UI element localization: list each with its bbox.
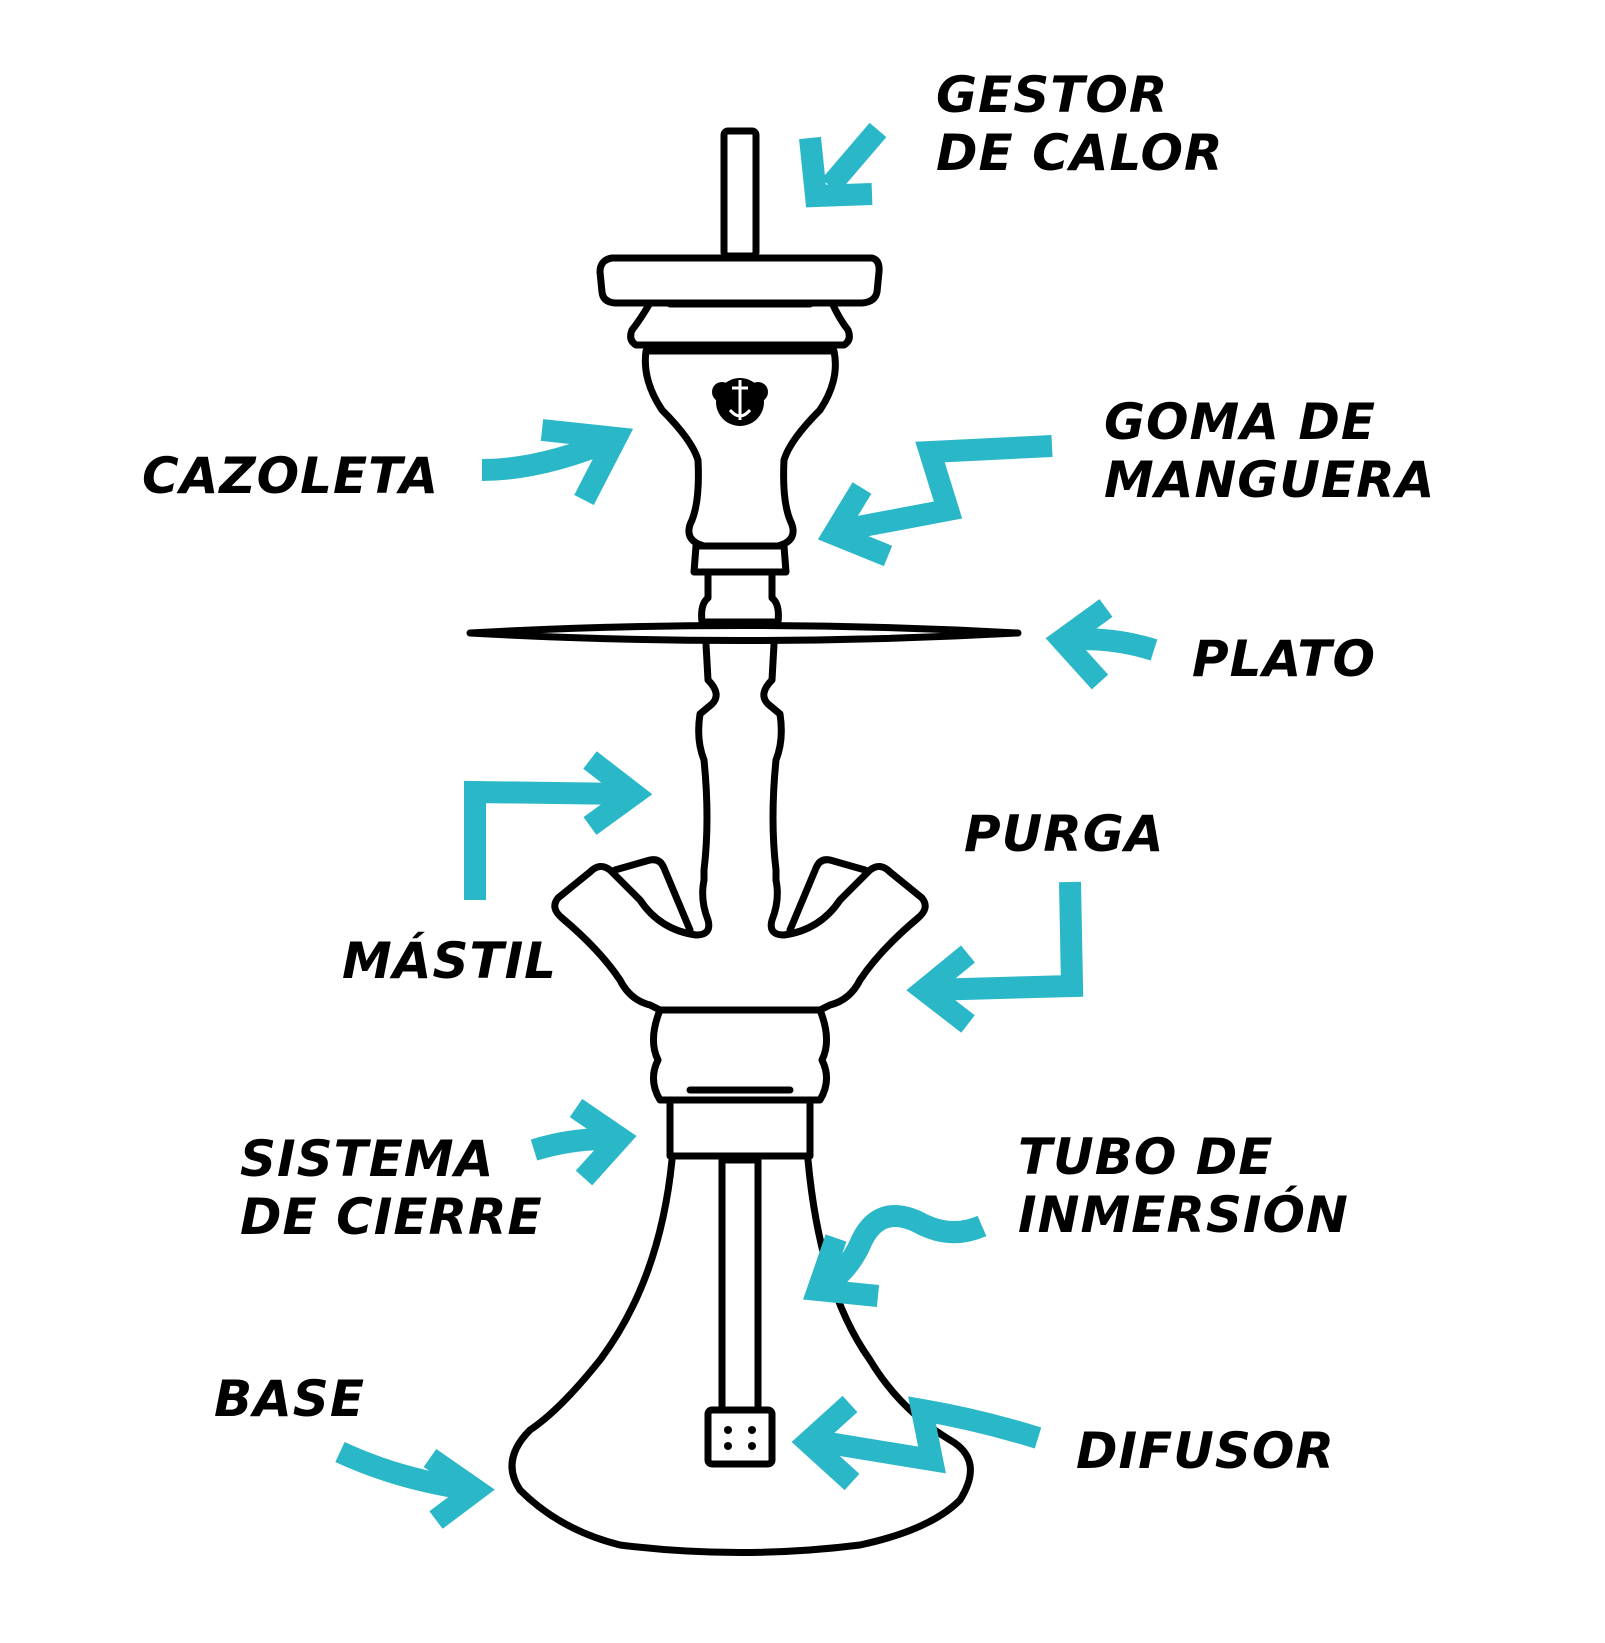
arrow-icon [817, 435, 1053, 567]
arrow-icon [906, 881, 1084, 1033]
label-line: PLATO [1192, 630, 1377, 688]
label-line: PURGA [964, 805, 1165, 863]
arrow-icon [530, 1098, 637, 1186]
heat-manager-lid [596, 254, 883, 307]
arrow-icon [799, 122, 887, 208]
heat-manager-body [627, 299, 853, 349]
tray [466, 622, 1022, 644]
label-line: MÁSTIL [342, 932, 558, 990]
label-line: DE CIERRE [240, 1188, 543, 1246]
arrow-icon [335, 1442, 495, 1529]
arrow-icon [803, 1205, 987, 1307]
arrow-icon [1045, 599, 1158, 690]
base-vase [508, 1156, 974, 1556]
bowl-grommet [690, 542, 790, 576]
stem-body-right [767, 876, 788, 939]
left-hose-port-inner [611, 856, 694, 934]
right-hose-port [780, 863, 929, 1014]
label-difusor: DIFUSOR [1076, 1422, 1335, 1480]
stem-body-left [692, 876, 713, 939]
label-purga: PURGA [964, 805, 1164, 863]
left-hose-port [551, 863, 700, 1014]
label-line: DIFUSOR [1076, 1422, 1335, 1480]
hookah-logo-icon [712, 378, 768, 426]
label-line: BASE [214, 1370, 365, 1428]
label-line: INMERSIÓN [1018, 1186, 1349, 1244]
label-line: MANGUERA [1104, 451, 1436, 509]
right-hose-port-inner [786, 856, 869, 934]
arrow-icon [464, 751, 653, 900]
label-gestor-de-calor: GESTOR DE CALOR [936, 66, 1224, 182]
label-line: TUBO DE [1018, 1128, 1274, 1186]
heat-manager-stem [720, 127, 760, 260]
diffuser [704, 1406, 776, 1468]
arrow-icon [481, 419, 634, 506]
label-mastil: MÁSTIL [342, 932, 557, 990]
label-cazoleta: CAZOLETA [142, 447, 439, 505]
label-line: CAZOLETA [142, 447, 440, 505]
label-line: DE CALOR [936, 124, 1224, 182]
label-line: GESTOR [936, 66, 1169, 124]
label-tubo-de-inmersion: TUBO DE INMERSIÓN [1018, 1128, 1349, 1244]
diffuser-holes [724, 1426, 756, 1450]
arrow-icon [791, 1395, 1042, 1491]
label-base: BASE [214, 1370, 365, 1428]
label-line: SISTEMA [240, 1130, 495, 1188]
label-goma-de-manguera: GOMA DE MANGUERA [1104, 393, 1435, 509]
downstem [718, 1156, 762, 1414]
label-line: GOMA DE [1104, 393, 1377, 451]
lower-stem-body [650, 1006, 830, 1104]
label-sistema-de-cierre: SISTEMA DE CIERRE [240, 1130, 543, 1246]
stem-upper-left [695, 640, 720, 884]
stem-top-connector [698, 568, 782, 626]
stem-upper-right [760, 640, 785, 884]
label-plato: PLATO [1192, 630, 1376, 688]
closure-system [666, 1096, 814, 1160]
